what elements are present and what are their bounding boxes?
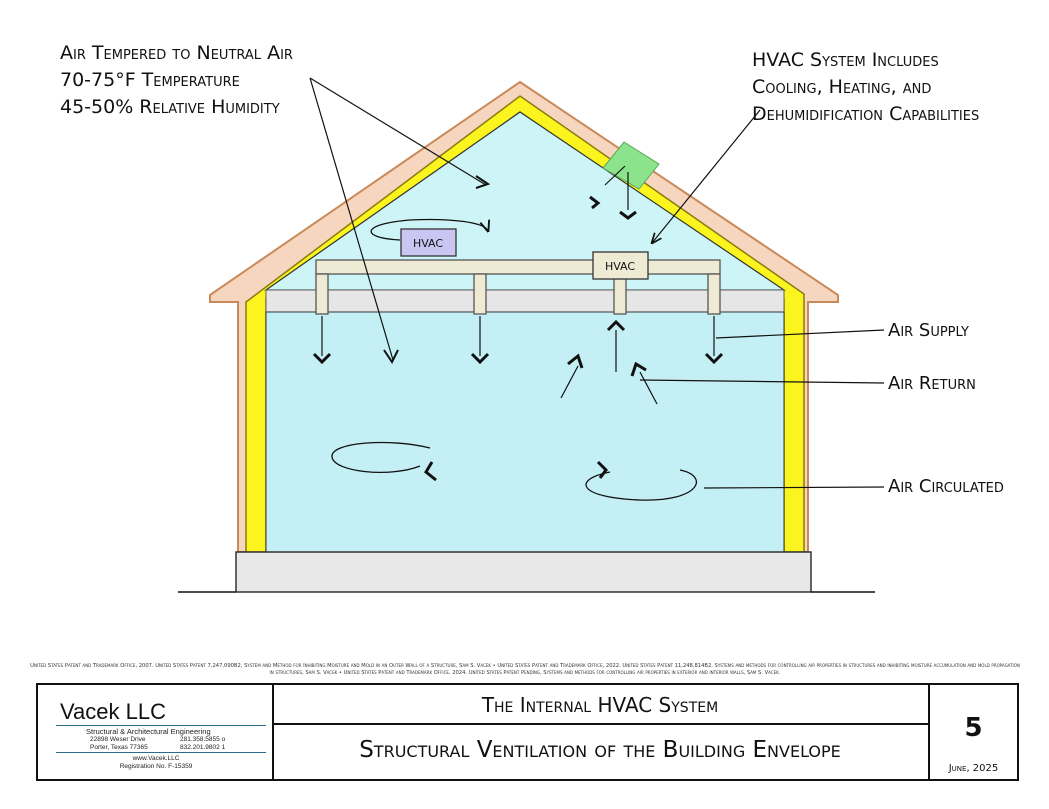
air-circulated-label: Air Circulated [888,476,1004,497]
company-cell: Vacek LLC Structural & Architectural Eng… [38,685,274,779]
company-phone-2: 832.201.9802 1 [180,744,226,751]
hvac-system-line-2: Cooling, Heating, and [752,76,932,98]
room-air-arrowhead [383,349,399,364]
attic-circulation-loop [370,218,488,241]
company-website: www.Vacek.LLC [132,755,180,762]
title-block: Vacek LLC Structural & Architectural Eng… [36,683,1019,781]
ceiling [265,289,785,313]
ceiling-hvac-unit: HVAC [592,251,649,280]
company-rule [56,725,266,726]
title-cell: The Internal HVAC System [274,685,930,725]
sheet-number: 5 [964,713,983,743]
air-supply-label: Air Supply [888,320,969,341]
drawing-subtitle: Structural Ventilation of the Building E… [359,737,841,763]
conditioned-room [265,311,785,553]
subtitle-cell: Structural Ventilation of the Building E… [274,725,930,779]
attic-hvac-unit: HVAC [400,228,457,257]
air-return-label: Air Return [888,373,976,394]
hvac-system-line-3: Dehumidification Capabilities [752,103,980,125]
company-name: Vacek LLC [60,699,166,724]
hvac-system-line-1: HVAC System Includes [752,49,939,71]
company-address-1: 22898 Weser Drive [90,736,146,743]
room-circulation-loop-left [331,441,431,474]
tempered-air-label: Air Tempered to Neutral Air 70-75°F Temp… [60,40,293,121]
attic-air-arrowhead [475,175,491,189]
tempered-line-3: 45-50% Relative Humidity [60,96,280,118]
supply-arrows [321,316,715,356]
sheet-date: June, 2025 [948,763,999,774]
tempered-line-2: 70-75°F Temperature [60,69,240,91]
tempered-line-1: Air Tempered to Neutral Air [60,42,293,64]
vent-arrows [589,195,637,220]
sheet-cell: 5 June, 2025 [930,685,1017,779]
leader-lines [309,77,885,489]
company-rule-2 [56,752,266,753]
foundation-slab [235,551,812,593]
company-subtitle: Structural & Architectural Engineering [86,727,211,736]
company-registration: Registration No. F-15359 [119,763,193,770]
attic-hvac-label: HVAC [413,237,443,250]
ceiling-hvac-label: HVAC [605,260,635,273]
vent-flow-lines [604,165,629,210]
company-phone-1: 281.358.5855 o [180,736,226,743]
hvac-system-label: HVAC System Includes Cooling, Heating, a… [752,47,979,128]
roof-vent [602,141,660,190]
room-circulation-arrow-right [596,460,608,479]
return-lines [560,330,658,405]
room-circulation-loop-right [585,469,698,501]
return-arrowheads [567,319,647,377]
company-address-2: Porter, Texas 77365 [90,744,148,751]
drawing-title: The Internal HVAC System [481,693,719,717]
patent-note: United States Patent and Trademark Offic… [30,663,1020,676]
supply-arrowheads [312,352,724,365]
room-circulation-arrow-left [424,461,437,482]
